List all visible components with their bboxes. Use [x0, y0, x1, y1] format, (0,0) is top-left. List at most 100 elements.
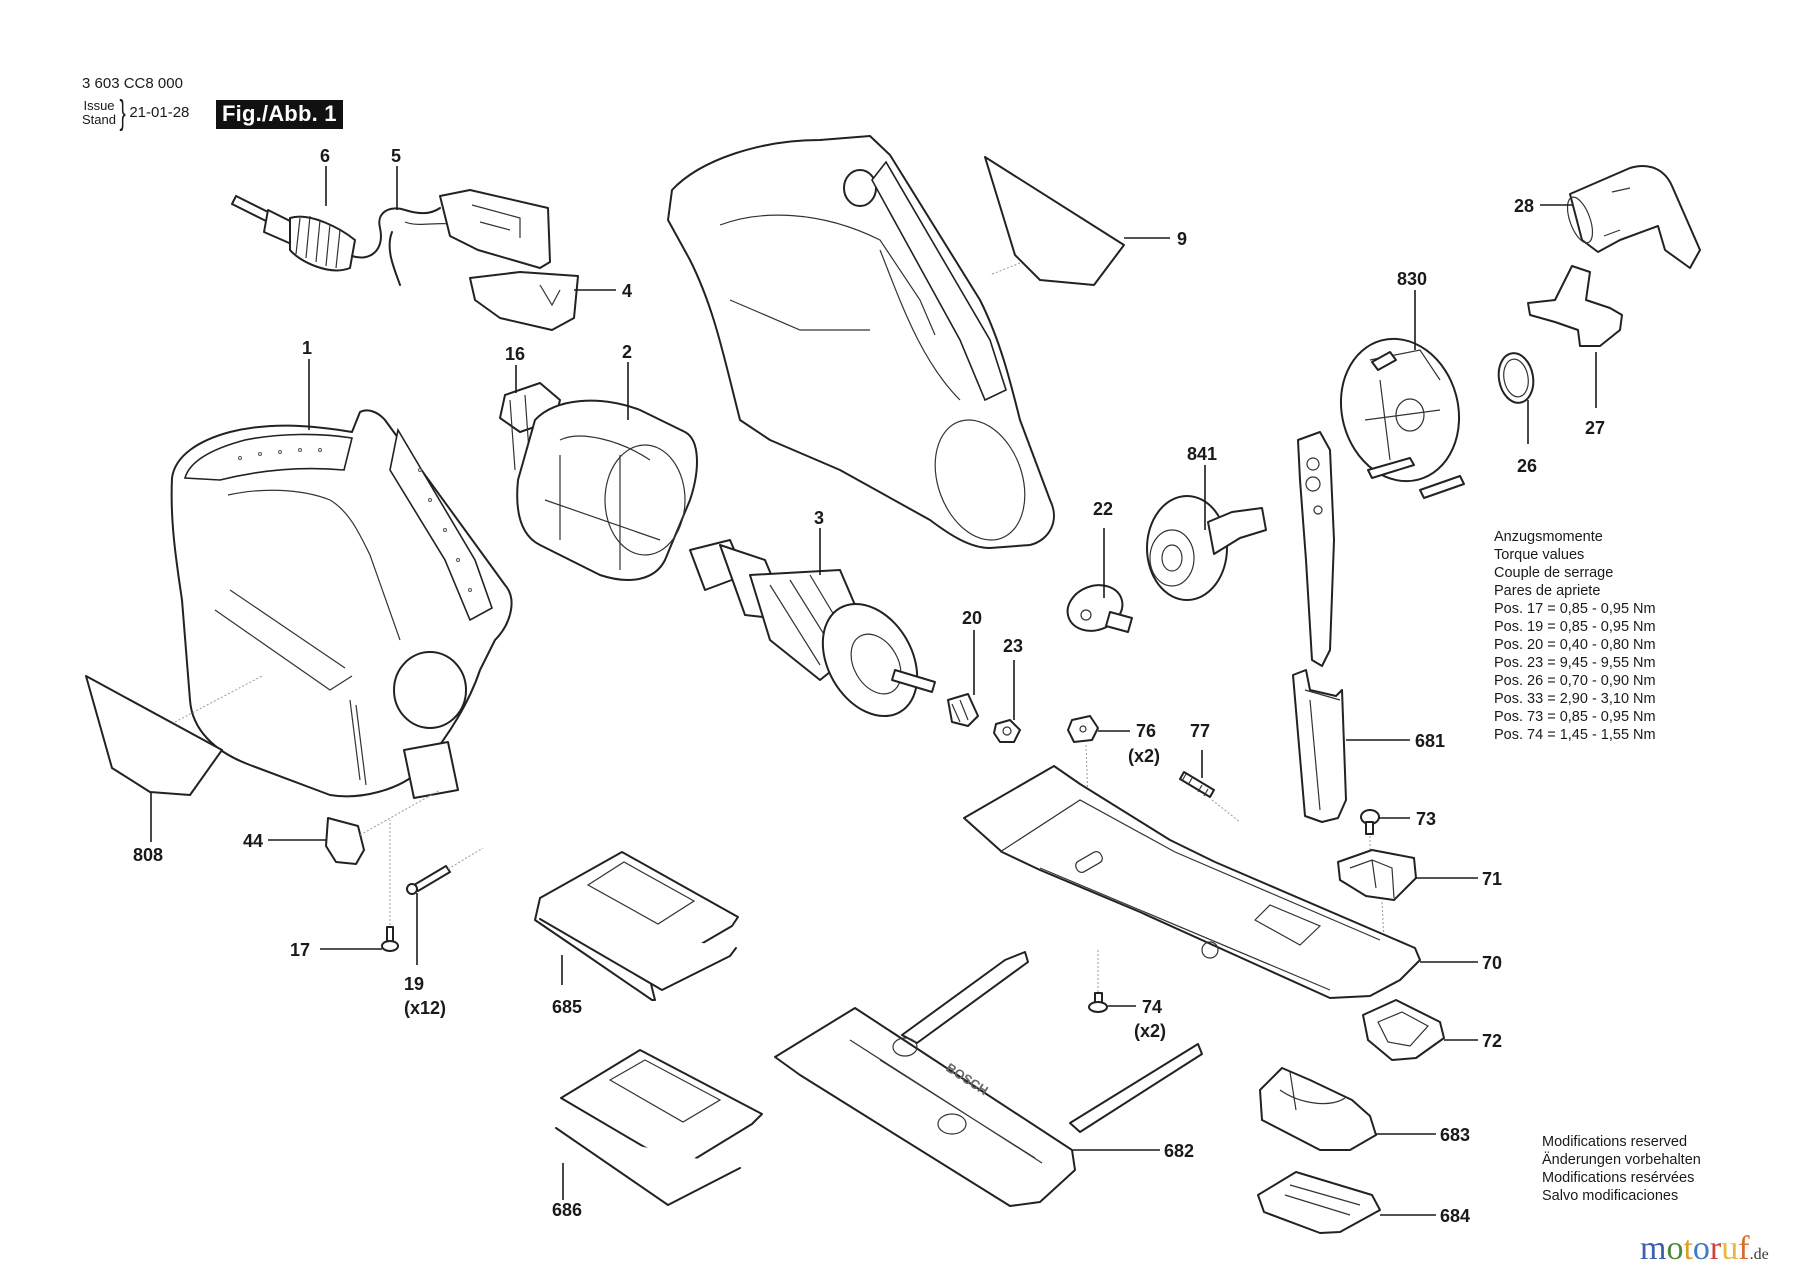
brace-icon: }	[119, 94, 126, 132]
callout-681: 681	[1415, 731, 1445, 751]
part-76-square-nut[interactable]	[1067, 715, 1099, 856]
part-73-screw[interactable]	[1360, 809, 1380, 860]
logo-letter: m	[1640, 1230, 1667, 1267]
motoruf-logo[interactable]: motoruf.de	[1640, 1232, 1769, 1272]
callout-73: 73	[1416, 809, 1436, 829]
modifications-notice: Modifications reserved Änderungen vorbeh…	[1542, 1133, 1701, 1205]
callout-808: 808	[133, 845, 163, 865]
part-685-sliding-shoe[interactable]	[534, 851, 739, 1001]
part-830-gear-housing[interactable]	[1325, 325, 1474, 499]
part-44-slide-button[interactable]	[325, 789, 441, 865]
part-26-o-ring[interactable]	[1495, 350, 1537, 405]
part-2-field-stator[interactable]	[516, 399, 698, 581]
callout-77: 77	[1190, 721, 1210, 741]
callout-684: 684	[1440, 1206, 1470, 1226]
callout-4: 4	[622, 281, 632, 301]
logo-letter: f	[1738, 1230, 1750, 1267]
issue-block: Issue Stand } 21-01-28	[82, 94, 190, 132]
callout-23: 23	[1003, 636, 1023, 656]
callout-2: 2	[622, 342, 632, 362]
callout-72: 72	[1482, 1031, 1502, 1051]
callout-19: 19	[404, 974, 424, 994]
torque-row: Pos. 23 = 9,45 - 9,55 Nm	[1494, 655, 1656, 671]
callout-26: 26	[1517, 456, 1537, 476]
part-72-guide-piece[interactable]	[1362, 999, 1445, 1061]
logo-letter: t	[1683, 1230, 1693, 1267]
part-28-blade-guard[interactable]	[1562, 165, 1701, 269]
logo-letter: r	[1709, 1230, 1722, 1267]
part-681-blade-cover[interactable]	[1292, 669, 1347, 823]
torque-row: Pos. 19 = 0,85 - 0,95 Nm	[1494, 619, 1656, 635]
part-70-base-plate[interactable]	[963, 765, 1421, 999]
callout-682: 682	[1164, 1141, 1194, 1161]
logo-tld: .de	[1749, 1246, 1769, 1263]
part-6-power-cord[interactable]	[231, 195, 356, 272]
part-71-clamp[interactable]	[1337, 849, 1417, 961]
callout-686: 686	[552, 1200, 582, 1220]
logo-letter: o	[1666, 1230, 1684, 1267]
part-19-screw[interactable]	[406, 847, 484, 895]
part-3-armature[interactable]	[689, 539, 936, 733]
part-682-parallel-guide[interactable]: BOSCH	[775, 952, 1203, 1207]
callout-16: 16	[505, 344, 525, 364]
part-plunger[interactable]	[1297, 431, 1335, 667]
torque-title-de: Anzugsmomente	[1494, 529, 1603, 545]
part-23-nut[interactable]	[993, 719, 1021, 743]
callout-74-qty: (x2)	[1134, 1021, 1166, 1041]
issue-labels: Issue Stand	[82, 99, 116, 127]
torque-row: Pos. 26 = 0,70 - 0,90 Nm	[1494, 673, 1656, 689]
torque-title-en: Torque values	[1494, 547, 1585, 563]
callout-685: 685	[552, 997, 582, 1017]
part-9-nameplate[interactable]	[984, 156, 1125, 286]
document-part-number: 3 603 CC8 000	[82, 75, 183, 92]
notice-en: Modifications reserved	[1542, 1134, 1688, 1150]
logo-letter: u	[1721, 1230, 1739, 1267]
callout-19-qty: (x12)	[404, 998, 446, 1018]
notice-de: Änderungen vorbehalten	[1542, 1152, 1701, 1168]
callout-74: 74	[1142, 997, 1162, 1017]
callout-71: 71	[1482, 869, 1502, 889]
part-74-screw[interactable]	[1088, 948, 1108, 1013]
callout-70: 70	[1482, 953, 1502, 973]
callout-22: 22	[1093, 499, 1113, 519]
callout-3: 3	[814, 508, 824, 528]
part-9-housing-right[interactable]	[667, 135, 1055, 553]
callout-683: 683	[1440, 1125, 1470, 1145]
torque-values-block: Anzugsmomente Torque values Couple de se…	[1494, 528, 1656, 744]
torque-title-es: Pares de apriete	[1494, 583, 1601, 599]
torque-row: Pos. 74 = 1,45 - 1,55 Nm	[1494, 727, 1656, 743]
part-27-chip-deflector[interactable]	[1527, 265, 1623, 347]
callout-17: 17	[290, 940, 310, 960]
callout-76-qty: (x2)	[1128, 746, 1160, 766]
notice-es: Salvo modificaciones	[1542, 1188, 1679, 1204]
torque-title-fr: Couple de serrage	[1494, 565, 1614, 581]
figure-label: Fig./Abb. 1	[216, 100, 343, 129]
part-686-sliding-shoe-alt[interactable]	[555, 1049, 763, 1206]
callout-841: 841	[1187, 444, 1217, 464]
torque-row: Pos. 20 = 0,40 - 0,80 Nm	[1494, 637, 1656, 653]
part-808-label[interactable]	[85, 675, 263, 796]
callout-labels: 6 5 4 1 2 16 3 20 23 22 841 9 830 28 26 …	[133, 146, 1605, 1226]
torque-row: Pos. 73 = 0,85 - 0,95 Nm	[1494, 709, 1656, 725]
part-841-crank-gear[interactable]	[1146, 495, 1267, 601]
callout-6: 6	[320, 146, 330, 166]
logo-letter: o	[1692, 1230, 1710, 1267]
part-1-housing[interactable]	[170, 409, 513, 799]
callout-28: 28	[1514, 196, 1534, 216]
torque-row: Pos. 33 = 2,90 - 3,10 Nm	[1494, 691, 1656, 707]
part-684-anti-splinter-insert[interactable]	[1257, 1171, 1381, 1234]
part-5-wiring[interactable]	[351, 207, 461, 286]
part-77-threaded-pin[interactable]	[1179, 771, 1241, 823]
callout-20: 20	[962, 608, 982, 628]
part-22-cam-disc[interactable]	[1061, 578, 1133, 638]
callout-5: 5	[391, 146, 401, 166]
part-17-screw[interactable]	[381, 820, 399, 952]
torque-row: Pos. 17 = 0,85 - 0,95 Nm	[1494, 601, 1656, 617]
stand-label: Stand	[82, 112, 116, 127]
part-20-pinion[interactable]	[947, 693, 979, 727]
callout-44: 44	[243, 831, 263, 851]
issue-date: 21-01-28	[129, 104, 190, 121]
callout-830: 830	[1397, 269, 1427, 289]
part-4-switch[interactable]	[439, 189, 579, 331]
part-683-extraction-adapter[interactable]	[1259, 1067, 1377, 1151]
